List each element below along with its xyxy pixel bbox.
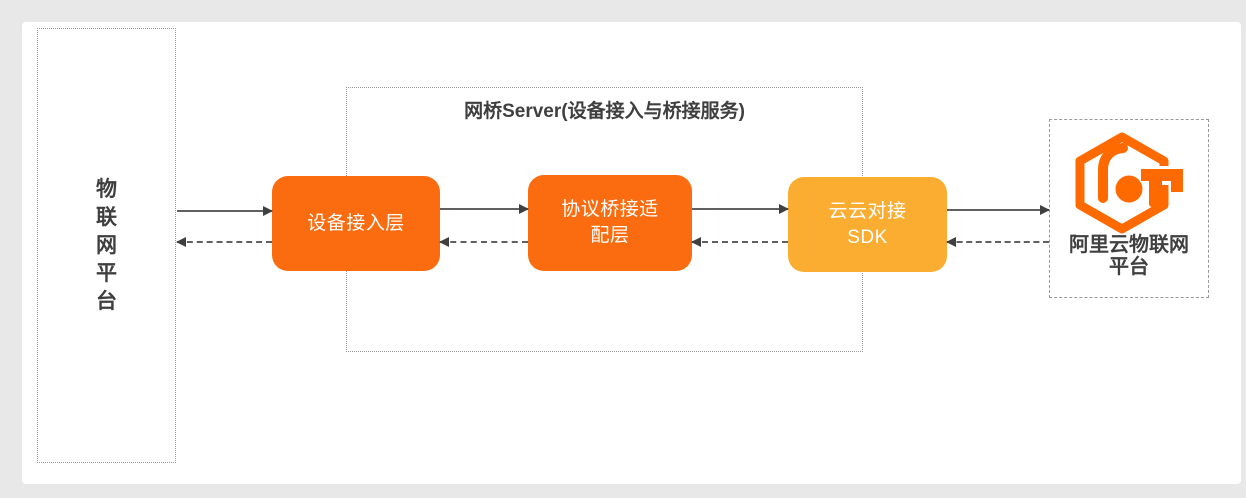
arrow-forward-device-access-to-protocol-bridge [440, 204, 529, 214]
arrow-back-protocol-bridge-to-device-access [439, 237, 528, 247]
iot-platform-label: 物联网平台 [96, 177, 117, 313]
aliyun-iot-platform-label: 阿里云物联网平台 [1069, 234, 1189, 278]
arrow-forward-sdk-to-aliyun [947, 205, 1050, 215]
aliyun-iot-logo [1075, 132, 1185, 234]
node-device-access-layer-label: 设备接入层 [307, 212, 405, 234]
arrow-back-sdk-to-protocol-bridge [691, 237, 788, 247]
arrow-back-aliyun-to-sdk [946, 237, 1049, 247]
iot-platform-box: 物联网平台 [37, 28, 176, 463]
arrow-forward-protocol-bridge-to-sdk [692, 204, 789, 214]
node-cloud-cloud-sdk: 云云对接 SDK [788, 177, 947, 272]
node-protocol-bridge-adapter-layer: 协议桥接适配层 [528, 175, 692, 271]
aliyun-iot-platform-box: 阿里云物联网平台 [1049, 119, 1209, 298]
node-cloud-cloud-sdk-label: 云云对接 SDK [828, 200, 907, 248]
arrow-back-device-access-to-platform [176, 237, 272, 247]
arrow-forward-platform-to-device-access [177, 206, 273, 216]
bridge-server-title: 网桥Server(设备接入与桥接服务) [464, 101, 745, 122]
node-device-access-layer: 设备接入层 [272, 176, 440, 271]
node-protocol-bridge-adapter-layer-label: 协议桥接适配层 [561, 199, 659, 246]
